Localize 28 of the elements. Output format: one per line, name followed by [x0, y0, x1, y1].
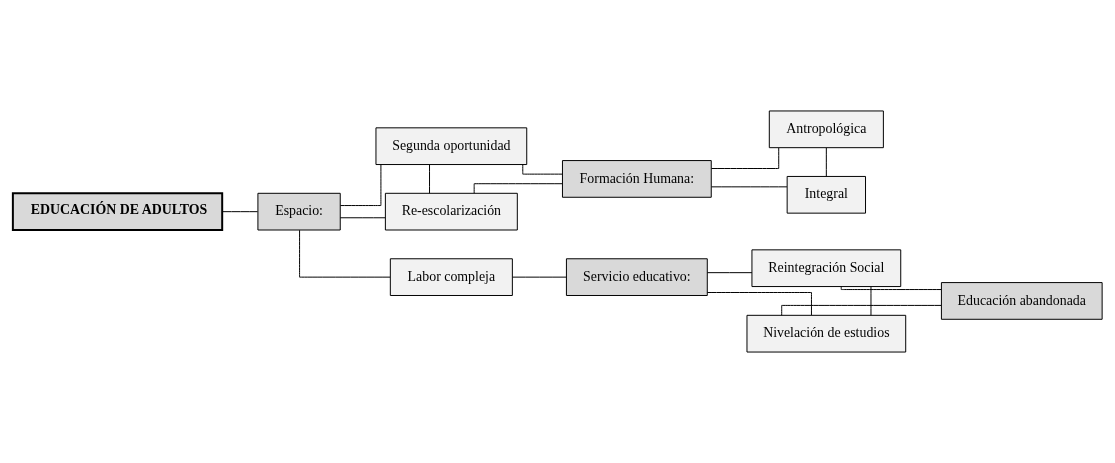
connector [825, 147, 827, 177]
connector [299, 229, 391, 278]
node-box: Educación abandonada [940, 282, 1103, 320]
node-box: EDUCACIÓN DE ADULTOS [11, 192, 224, 231]
node-box: Nivelación de estudios [746, 314, 907, 353]
connector [429, 164, 431, 194]
node-box: Espacio: [257, 192, 341, 231]
connector [781, 304, 942, 316]
connector [221, 211, 259, 213]
connector [840, 286, 942, 291]
node-box: Antropológica [768, 110, 884, 149]
connector [706, 292, 812, 316]
connector [710, 186, 788, 188]
connector [339, 164, 382, 207]
connector [512, 276, 567, 278]
node-box: Reintegración Social [751, 249, 902, 288]
node-box: Re-escolarización [384, 192, 518, 231]
connector [473, 183, 563, 194]
connector [706, 272, 753, 274]
connector [711, 147, 780, 169]
node-box: Formación Humana: [561, 160, 712, 198]
node-box: Segunda oportunidad [375, 127, 528, 166]
node-box: Servicio educativo: [565, 258, 708, 296]
connector [522, 164, 563, 175]
node-box: Labor compleja [389, 258, 513, 296]
node-box: Integral [786, 175, 867, 214]
connector [870, 286, 872, 316]
connector [339, 217, 386, 219]
